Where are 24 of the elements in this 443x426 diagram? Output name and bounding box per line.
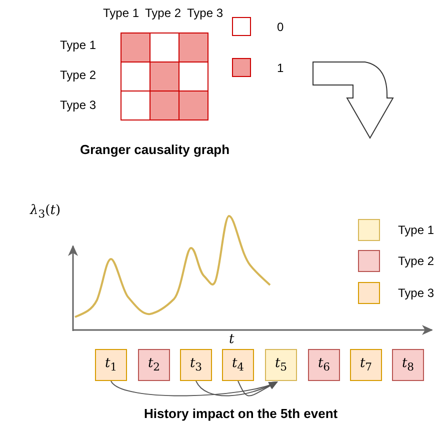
event-box: t$_{6}$ — [308, 349, 340, 381]
legend-label: Type 2 — [398, 254, 434, 268]
event-box: t$_{3}$ — [180, 349, 212, 381]
column-header: Type 2 — [145, 6, 182, 20]
event-box: t$_{2}$ — [138, 349, 170, 381]
event-box: t$_{7}$ — [350, 349, 382, 381]
event-box: t$_{8}$ — [392, 349, 424, 381]
event-box: t$_{1}$ — [95, 349, 127, 381]
event-box: t$_{4}$ — [222, 349, 254, 381]
axis-label: λ$_{3}$(t) — [30, 204, 61, 222]
legend-label: 0 — [277, 20, 284, 34]
caption: History impact on the 5th event — [144, 407, 338, 421]
column-header: Type 1 — [103, 6, 140, 20]
axis-label: t — [229, 333, 234, 347]
event-box: t$_{5}$ — [265, 349, 297, 381]
row-header: Type 1 — [60, 38, 96, 52]
column-header: Type 3 — [187, 6, 224, 20]
legend-label: Type 3 — [398, 286, 434, 300]
legend-label: 1 — [277, 61, 284, 75]
caption: Granger causality graph — [80, 143, 230, 157]
row-header: Type 2 — [60, 68, 96, 82]
arrow — [238, 380, 278, 396]
row-header: Type 3 — [60, 98, 96, 112]
legend-label: Type 1 — [398, 223, 434, 237]
